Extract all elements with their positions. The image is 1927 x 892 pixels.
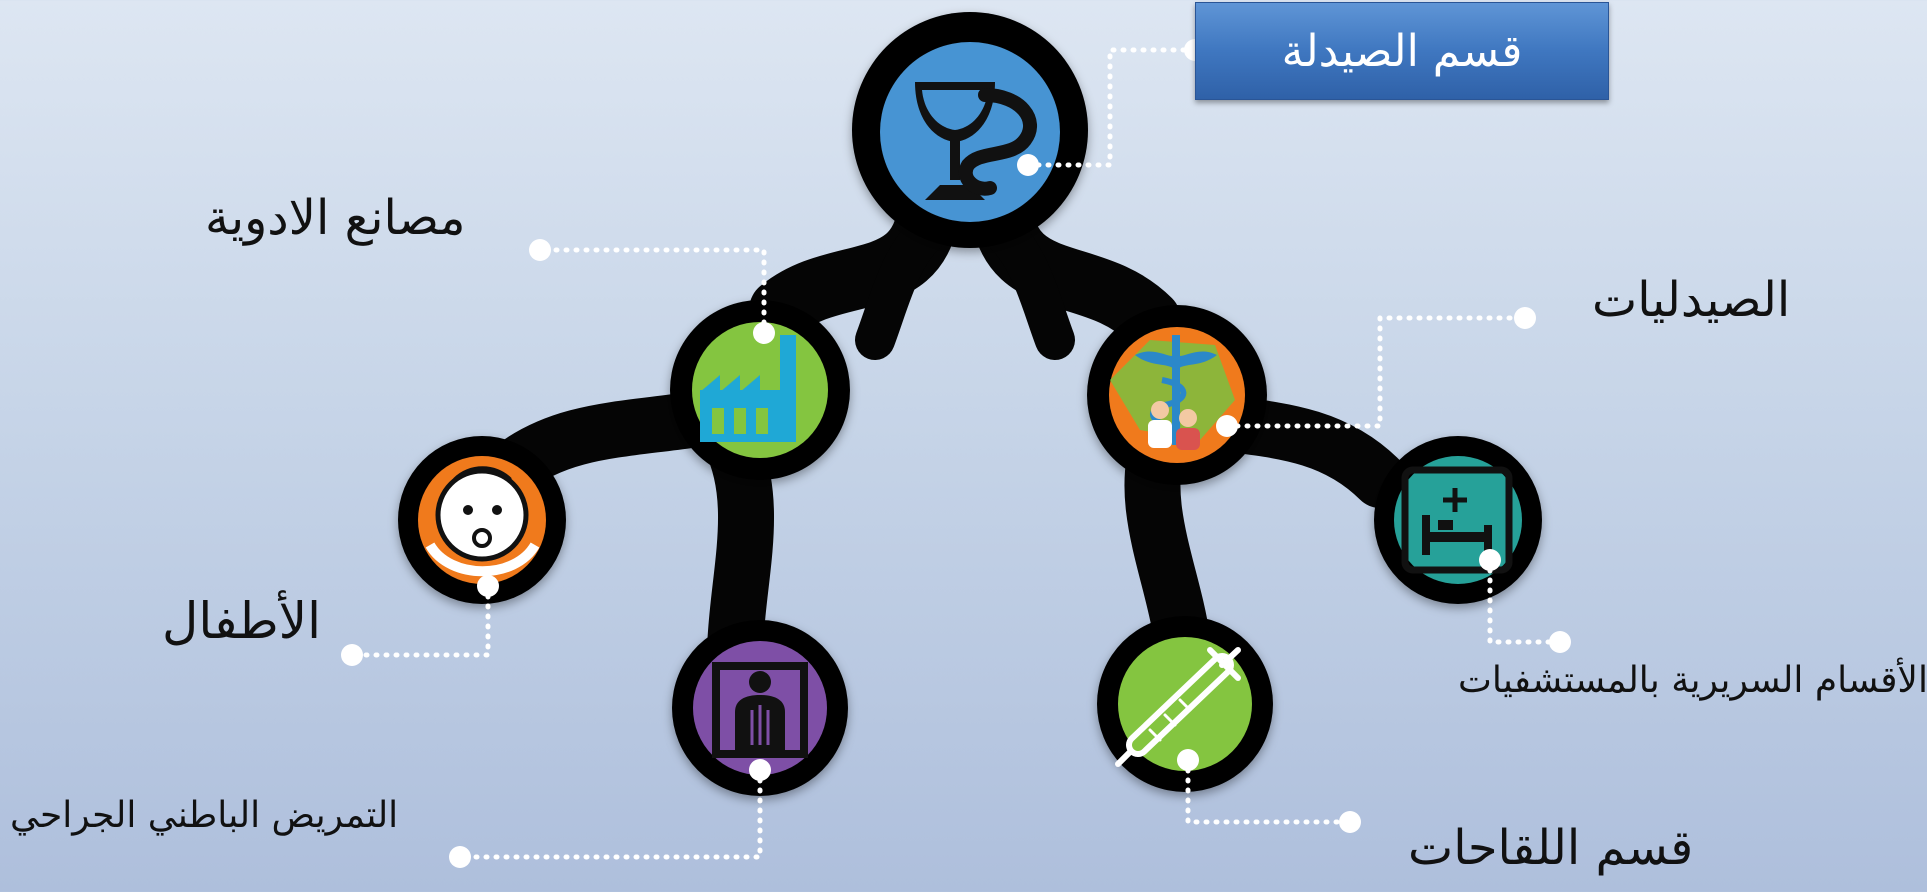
label-factories: مصانع الادوية xyxy=(205,190,466,246)
syringe-icon xyxy=(1115,647,1241,767)
label-vaccines: قسم اللقاحات xyxy=(1408,820,1694,876)
label-children: الأطفال xyxy=(162,592,322,650)
label-clinical: الأقسام السريرية بالمستشفيات xyxy=(1458,660,1927,701)
hospital-bed-icon xyxy=(1401,466,1513,574)
caduceus-doctors-icon xyxy=(1110,335,1235,450)
baby-face-icon xyxy=(425,466,540,577)
title-text: قسم الصيدلة xyxy=(1281,25,1523,77)
node-clinical xyxy=(1374,436,1542,604)
label-pharmacies: الصيدليات xyxy=(1592,272,1791,328)
leader-lines xyxy=(349,47,1563,860)
leader-dots xyxy=(341,39,1571,868)
title-box: قسم الصيدلة xyxy=(1195,2,1609,100)
pharmacy-bowl-snake-icon xyxy=(915,82,1037,200)
body-xray-icon xyxy=(712,662,808,758)
factory-icon xyxy=(700,335,796,442)
label-nursing: التمريض الباطني الجراحي xyxy=(10,795,399,836)
